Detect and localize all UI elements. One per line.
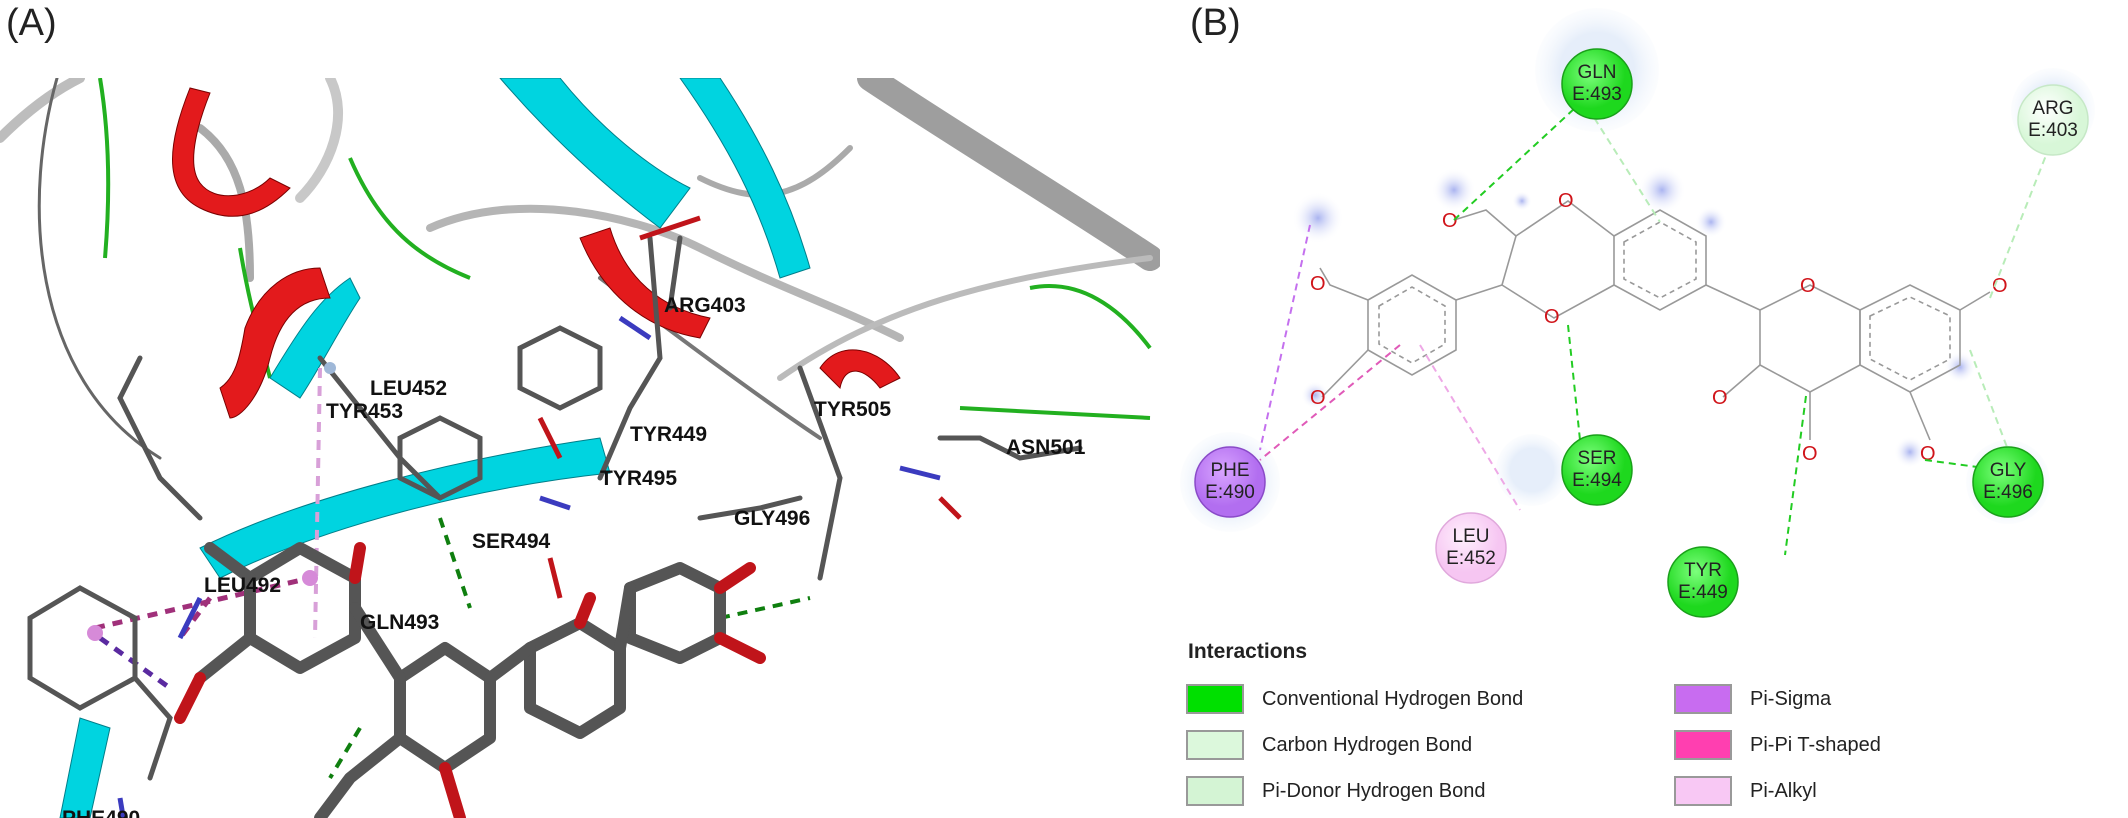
residue-node-tyr449: TYR E:449 [1667,546,1739,618]
label-asn501: ASN501 [1006,436,1086,459]
interaction-2d-diagram: O O O O O O O O O O GLN E:493 ARG E:403 [1170,0,2128,818]
residue-node-phe490: PHE E:490 [1194,446,1266,518]
svg-text:PHE: PHE [1210,460,1249,481]
svg-text:TYR: TYR [1684,560,1722,581]
svg-text:O: O [1712,387,1728,409]
protein-sheets [59,78,811,818]
oxygen-labels: O O O O O O O O O O [1310,190,2008,465]
legend-label: Carbon Hydrogen Bond [1262,733,1473,756]
protein-helices [172,87,901,419]
panel-a-label: (A) [6,2,57,44]
residue-nitrogens [117,315,941,818]
pi-centroid-ligand [302,570,318,586]
legend-title: Interactions [1188,640,1308,663]
svg-text:E:403: E:403 [2028,120,2078,141]
pi-centroid-phe [87,625,103,641]
svg-text:E:449: E:449 [1678,582,1728,603]
svg-text:O: O [1310,387,1326,409]
svg-text:E:494: E:494 [1572,470,1622,491]
legend-label: Conventional Hydrogen Bond [1262,687,1524,710]
ligand-skeleton [1319,200,1991,441]
label-phe490: PHE490 [62,807,140,818]
label-tyr449: TYR449 [630,423,707,446]
residue-oxygens [537,215,962,599]
label-gly496: GLY496 [734,507,810,530]
residue-node-gly496: GLY E:496 [1972,446,2044,518]
svg-text:O: O [1802,443,1818,465]
label-leu452: LEU452 [370,377,447,400]
svg-text:O: O [1442,210,1458,232]
label-tyr453: TYR453 [326,400,403,423]
legend-swatch [1674,730,1732,760]
svg-text:E:496: E:496 [1983,482,2033,503]
residue-node-gln493: GLN E:493 [1561,48,1633,120]
protein-coils [0,78,1160,460]
svg-text:GLN: GLN [1577,62,1616,83]
ligand-oxygens [174,542,766,818]
label-tyr505: TYR505 [814,398,891,421]
svg-text:E:452: E:452 [1446,548,1496,569]
svg-text:O: O [1920,443,1936,465]
legend-swatch [1186,684,1244,714]
legend-label: Pi-Sigma [1750,687,1832,710]
residue-node-ser494: SER E:494 [1561,434,1633,506]
legend-swatch [1186,776,1244,806]
svg-text:SER: SER [1577,448,1616,469]
legend-label: Pi-Alkyl [1750,779,1817,802]
legend-swatch [1186,730,1244,760]
residue-node-arg403: ARG E:403 [2017,84,2089,156]
label-gln493: GLN493 [360,611,439,634]
legend-label: Pi-Pi T-shaped [1750,733,1881,756]
docking-3d-view: ARG403 LEU452 TYR453 TYR449 TYR505 ASN50… [0,78,1160,818]
residue-sticks [27,235,1083,781]
svg-text:ARG: ARG [2032,98,2073,119]
legend-swatch [1674,684,1732,714]
pi-centroid-leu [324,362,336,374]
legend-label: Pi-Donor Hydrogen Bond [1262,779,1486,802]
solvent-halos [1180,8,2095,618]
label-leu492: LEU492 [204,574,281,597]
svg-text:O: O [1544,306,1560,328]
svg-text:E:493: E:493 [1572,84,1622,105]
svg-text:GLY: GLY [1990,460,2027,481]
svg-text:O: O [1310,273,1326,295]
residue-nodes: GLN E:493 ARG E:403 PHE E:490 SER E:494 … [1194,48,2089,618]
svg-text:O: O [1558,190,1574,212]
legend-item-pi-pi-tshaped: Pi-Pi T-shaped [1674,728,1881,762]
svg-text:LEU: LEU [1453,526,1490,547]
interaction-lines [94,367,811,780]
svg-text:O: O [1800,275,1816,297]
legend-swatch [1674,776,1732,806]
interaction-dashes [1259,107,2053,556]
panel-b-label: (B) [1190,2,1241,44]
label-arg403: ARG403 [664,294,746,317]
label-ser494: SER494 [472,530,551,553]
atom-glow-spots [1292,166,1976,468]
legend-item-conventional-hbond: Conventional Hydrogen Bond [1186,682,1523,716]
interaction-2d-svg: O O O O O O O O O O GLN E:493 ARG E:403 [1180,8,2095,618]
legend-item-pi-alkyl: Pi-Alkyl [1674,774,1817,808]
legend-item-carbon-hbond: Carbon Hydrogen Bond [1186,728,1472,762]
legend-item-pi-sigma: Pi-Sigma [1674,682,1831,716]
label-tyr495: TYR495 [600,467,677,490]
residue-labels: ARG403 LEU452 TYR453 TYR449 TYR505 ASN50… [62,294,1086,818]
residue-node-leu452: LEU E:452 [1435,512,1507,584]
legend-item-pi-donor-hbond: Pi-Donor Hydrogen Bond [1186,774,1485,808]
docking-3d-svg: ARG403 LEU452 TYR453 TYR449 TYR505 ASN50… [0,78,1160,818]
svg-text:E:490: E:490 [1205,482,1255,503]
